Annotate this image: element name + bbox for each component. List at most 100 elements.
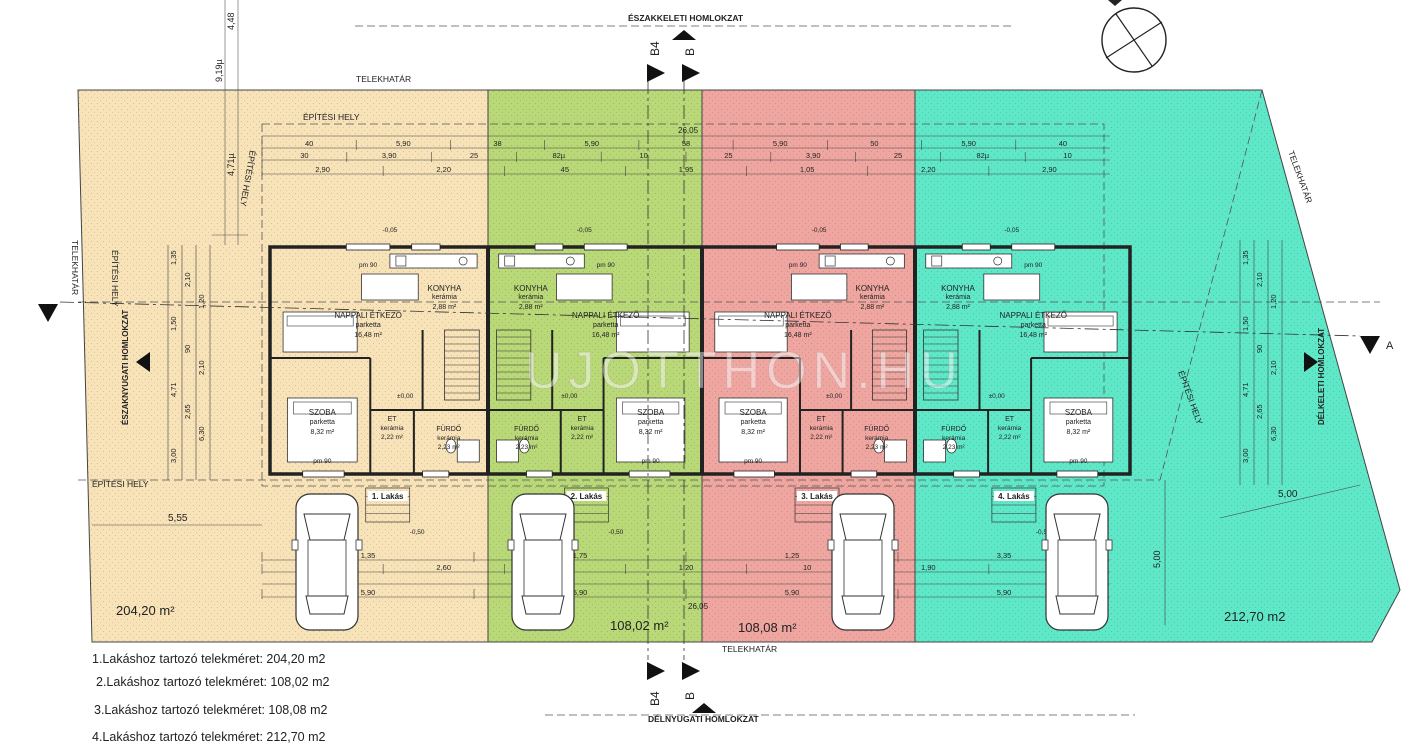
side-dim-r-6: 4,71 <box>1241 382 1250 397</box>
kitchen-counter <box>925 253 1013 269</box>
dim-r1-0: 40 <box>305 139 313 148</box>
car-2 <box>507 493 579 631</box>
entry-level: -0,50 <box>1036 529 1051 536</box>
dim-r1-7: 5,90 <box>961 139 976 148</box>
se-elevation-label: DÉLKELETI HOMLOKZAT <box>1317 328 1326 425</box>
nw-elevation-label: ÉSZAKNYUGATI HOMLOKZAT <box>121 310 130 425</box>
dim-r2-2: 25 <box>470 151 478 160</box>
bedroom-floor: parketta <box>1066 419 1091 426</box>
section-b-bottom-label: B <box>683 692 697 700</box>
right-side-dims <box>1239 240 1283 485</box>
stairs <box>923 329 959 401</box>
dim-r2-9: 10 <box>1063 151 1071 160</box>
side-dim-5: 2,10 <box>197 360 206 375</box>
hall-label: ET <box>578 416 588 423</box>
kitchen-label: KONYHA <box>428 284 462 293</box>
window <box>961 243 991 251</box>
hall-floor: kerámia <box>810 425 834 432</box>
kitchen-counter <box>818 253 905 269</box>
entry-level: -0,50 <box>410 529 425 536</box>
legend-item-4: 4.Lakáshoz tartozó telekméret: 212,70 m2 <box>92 730 326 744</box>
dim-r1-5: 5,90 <box>773 139 788 148</box>
hall-area: 2,22 m² <box>381 434 404 441</box>
watermark: UJOTTHON.HU <box>525 342 964 400</box>
dim-b2-1: 2,60 <box>436 563 451 572</box>
dim-r2-8: 82µ <box>976 151 989 160</box>
hall-label: ET <box>1005 416 1015 423</box>
window-label-top: pm 90 <box>597 262 615 269</box>
bath-area: 2,23 m² <box>866 444 889 451</box>
bedroom-floor: parketta <box>638 419 663 426</box>
side-dim-r-1: 2,10 <box>1255 272 1264 287</box>
section-lines <box>59 80 1361 660</box>
dim-r3-2: 45 <box>561 165 569 174</box>
elevation-ne-marker <box>672 30 696 40</box>
bedroom-floor: parketta <box>740 419 765 426</box>
shower <box>923 439 946 463</box>
plot-4-area: 212,70 m2 <box>1224 609 1285 624</box>
stairs <box>496 329 532 401</box>
kitchen-label: KONYHA <box>856 284 890 293</box>
dim-r1-1: 5,90 <box>396 139 411 148</box>
hall-label: ET <box>817 416 827 423</box>
dim-b1-0: 1,35 <box>361 551 376 560</box>
dim-b3-2: 5,90 <box>785 588 800 597</box>
unit-name-3: 3. Lakás <box>801 492 833 501</box>
stairs <box>443 329 480 401</box>
section-a-left-marker <box>38 304 58 322</box>
dim-b3-3: 5,90 <box>997 588 1012 597</box>
living-label: NAPPALI ÉTKEZŐ <box>1000 311 1067 320</box>
toilet <box>873 438 885 454</box>
kitchen-floor: kerámia <box>860 294 885 301</box>
elevation-nw-marker <box>136 352 150 372</box>
plot-boundary-label-top: TELEKHATÁR <box>356 74 411 84</box>
kitchen-counter <box>498 253 585 269</box>
building-zone-label-top: ÉPÍTÉSI HELY <box>303 112 360 122</box>
living-label: NAPPALI ÉTKEZŐ <box>572 311 639 320</box>
dim-r2-5: 25 <box>724 151 732 160</box>
bedroom-area: 8,32 m² <box>310 429 334 436</box>
shower <box>456 439 480 463</box>
car-1 <box>291 493 363 631</box>
sofa <box>714 311 788 353</box>
window <box>953 470 980 478</box>
dining-table <box>361 273 419 301</box>
hall-floor: kerámia <box>998 425 1022 432</box>
side-dim-0: 1,35 <box>169 250 178 265</box>
dim-r3-3: 1,95 <box>679 165 694 174</box>
sofa <box>282 311 358 353</box>
side-dim-7: 2,65 <box>183 404 192 419</box>
setback-left: 5,55 <box>168 513 188 524</box>
unit-name-4: 4. Lakás <box>998 492 1030 501</box>
level-label: ±0,00 <box>561 393 578 400</box>
dim-r3-4: 1,05 <box>800 165 815 174</box>
car-3 <box>827 493 899 631</box>
plot-boundary-label-bottom: TELEKHATÁR <box>722 644 777 654</box>
dim-r3-1: 2,20 <box>436 165 451 174</box>
living-area: 16,48 m² <box>354 332 382 339</box>
dim-b1-1: 1,75 <box>573 551 588 560</box>
dim-r2-1: 3,90 <box>382 151 397 160</box>
sofa <box>1043 311 1118 353</box>
living-area: 16,48 m² <box>1019 332 1047 339</box>
window <box>1011 243 1056 251</box>
plot-1-area: 204,20 m² <box>116 603 175 618</box>
bed <box>718 397 788 463</box>
kitchen-label: KONYHA <box>514 284 548 293</box>
section-b-top-marker-1 <box>647 64 665 82</box>
living-area: 16,48 m² <box>784 332 812 339</box>
bedroom-area: 8,32 m² <box>1067 429 1091 436</box>
hall-floor: kerámia <box>571 425 595 432</box>
legend-item-1: 1.Lakáshoz tartozó telekméret: 204,20 m2 <box>92 652 326 666</box>
dim-r1-6: 50 <box>870 139 878 148</box>
unit-name-2: 2. Lakás <box>571 492 603 501</box>
side-dim-r-5: 2,10 <box>1269 360 1278 375</box>
window <box>850 470 878 478</box>
plot-boundary-label-left: TELEKHATÁR <box>70 240 80 295</box>
window-label-bottom: pm 90 <box>1069 458 1087 465</box>
kitchen-floor: kerámia <box>518 294 543 301</box>
hall-label: ET <box>388 416 398 423</box>
